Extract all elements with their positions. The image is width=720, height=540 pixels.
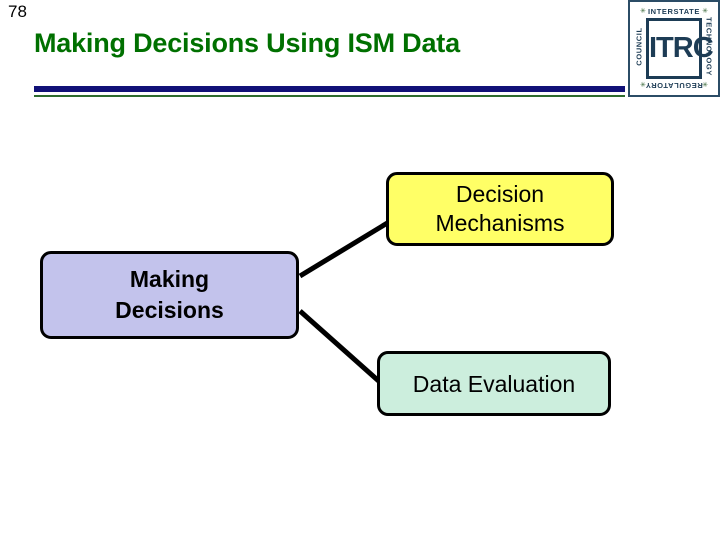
edge-making-decisions-to-decision-mechanisms xyxy=(298,219,391,279)
slide-number: 78 xyxy=(8,2,27,21)
node-decision-mechanisms-label: Decision Mechanisms xyxy=(435,181,565,236)
node-data-evaluation-label: Data Evaluation xyxy=(412,370,576,397)
star-icon: ✳ xyxy=(640,82,646,89)
itrc-logo: ✳ ✳ ✳ ✳ INTERSTATE TECHNOLOGY REGULATORY… xyxy=(628,0,720,97)
node-decision-mechanisms[interactable]: Decision Mechanisms xyxy=(386,172,614,246)
page-title: Making Decisions Using ISM Data xyxy=(34,28,460,58)
star-icon: ✳ xyxy=(640,8,646,15)
logo-ring-text-top: INTERSTATE xyxy=(648,7,700,16)
star-icon: ✳ xyxy=(702,82,708,89)
header-rule-green xyxy=(34,95,625,97)
logo-center-text: ITRC xyxy=(646,18,714,79)
node-making-decisions-label: Making Decisions xyxy=(115,266,224,323)
star-icon: ✳ xyxy=(702,8,708,15)
edge-making-decisions-to-data-evaluation xyxy=(298,309,384,386)
node-making-decisions[interactable]: Making Decisions xyxy=(40,251,299,339)
header-rule-navy xyxy=(34,86,625,92)
node-data-evaluation[interactable]: Data Evaluation xyxy=(377,351,611,416)
